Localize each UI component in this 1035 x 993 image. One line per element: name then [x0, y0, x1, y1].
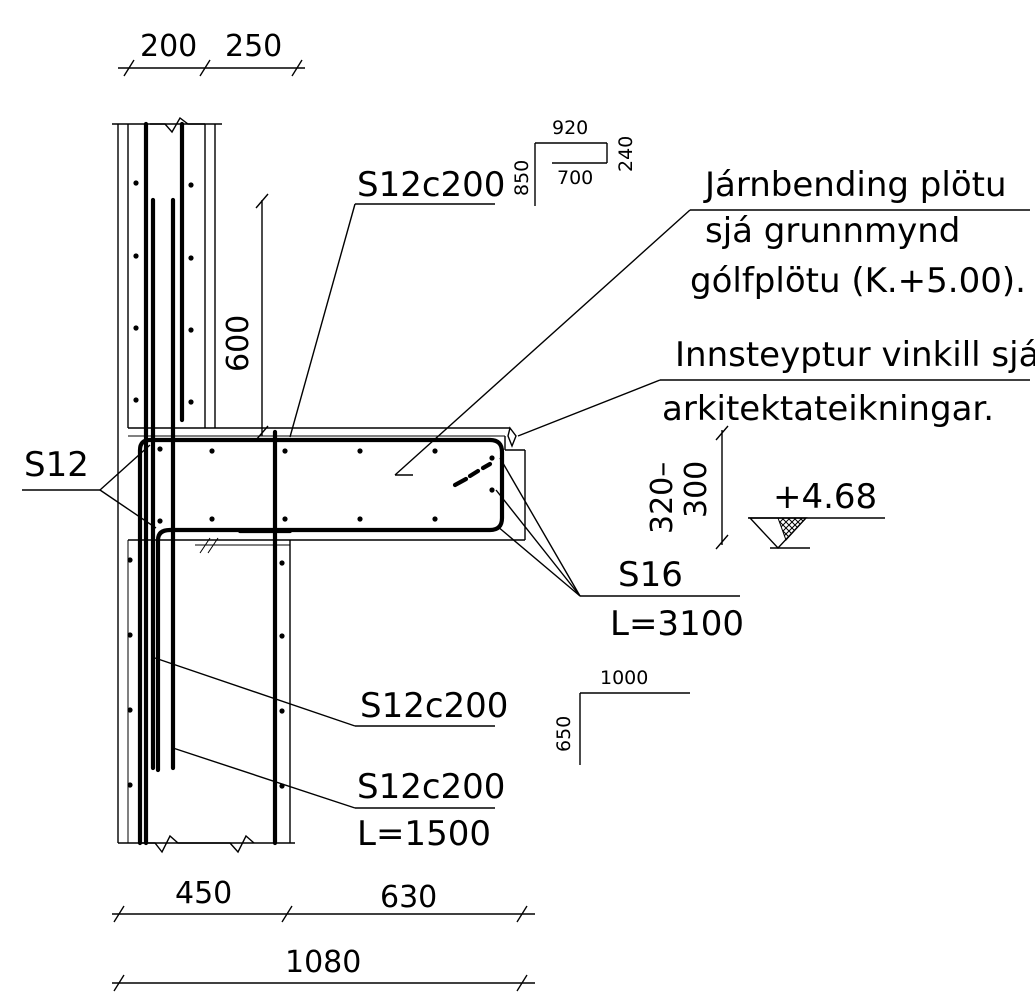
s16-length-label: L=3100 — [610, 604, 744, 644]
s16-leader — [495, 457, 740, 597]
note1-leader — [394, 209, 1030, 476]
shape-850-label: 850 — [511, 160, 533, 196]
s12c200-top-label: S12c200 — [357, 165, 505, 205]
dim-200-label: 200 — [140, 29, 197, 64]
note1-line2: sjá grunnmynd — [705, 211, 960, 251]
s12c200-bottom-label: S12c200 — [357, 767, 505, 807]
dim-300-label: 300 — [679, 461, 714, 518]
bar-shape-bottom — [579, 692, 690, 765]
shape-650-label: 650 — [553, 716, 575, 752]
section-dots — [127, 180, 495, 789]
level-label: +4.68 — [773, 477, 877, 517]
s12c200-mid-label: S12c200 — [360, 686, 508, 726]
s12c200-bottom-leader — [172, 747, 495, 809]
bar-shape-top — [534, 142, 608, 206]
dim-450-label: 450 — [175, 876, 232, 911]
dim-600-label: 600 — [221, 315, 256, 372]
s12c200-top-leader — [289, 203, 495, 438]
reinforcement-bars — [137, 121, 505, 846]
bottom-dimension-450-630 — [112, 905, 535, 923]
s12c200-bottom-length-label: L=1500 — [357, 814, 491, 854]
dim-600-line — [255, 193, 269, 441]
level-mark — [748, 517, 885, 550]
shape-700-label: 700 — [557, 167, 593, 189]
s12c200-mid-leader — [154, 657, 495, 727]
shape-1000-label: 1000 — [600, 667, 648, 689]
s12-left-label: S12 — [24, 445, 89, 485]
note1-line3: gólfplötu (K.+5.00). — [690, 261, 1026, 301]
note2-line2: arkitektateikningar. — [662, 389, 994, 429]
note1-line1: Járnbending plötu — [703, 165, 1007, 205]
slab-outline — [128, 426, 526, 554]
s12-leader — [22, 444, 157, 529]
s16-label: S16 — [618, 555, 683, 595]
bottom-dimension-1080 — [112, 974, 535, 992]
top-dimension-line — [118, 59, 305, 77]
dim-depth-line — [715, 425, 729, 550]
shape-920-label: 920 — [552, 117, 588, 139]
note2-leader — [517, 379, 1030, 437]
note2-line1: Innsteyptur vinkill sjá — [675, 335, 1035, 375]
dim-1080-label: 1080 — [285, 945, 361, 980]
dim-630-label: 630 — [380, 880, 437, 915]
dim-320-label: 320– — [645, 462, 680, 534]
shape-240-label: 240 — [615, 136, 637, 172]
dim-250-label: 250 — [225, 29, 282, 64]
